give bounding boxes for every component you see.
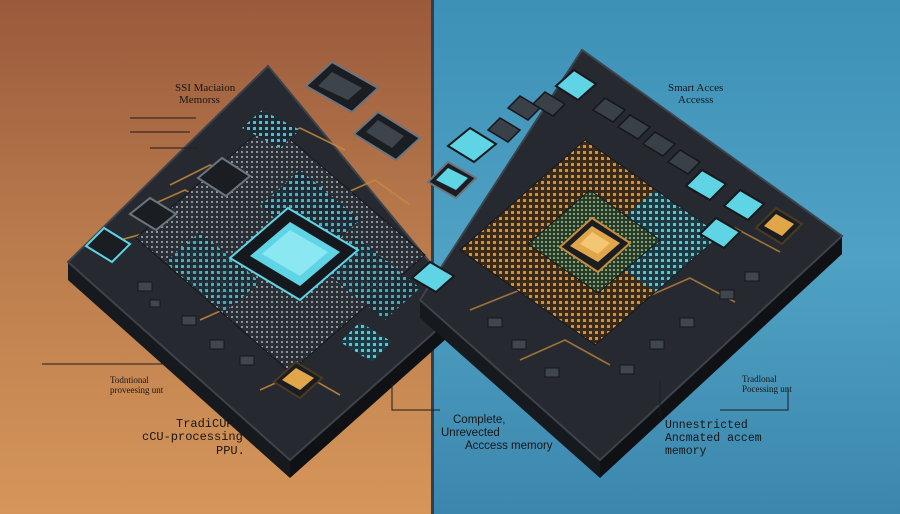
left-top-label: SSI Maciaion Memorss: [175, 82, 236, 107]
right-small-label: Tradlonal Pocessing unt: [742, 374, 792, 395]
right-top-label: Smart Acces Accesss: [668, 82, 724, 107]
left-small-label: Todntional proveesing unt: [110, 375, 164, 396]
right-cpu-chip: [558, 216, 632, 274]
right-cyan-chips: [410, 68, 766, 294]
annotation-leader-lines: [42, 117, 789, 416]
left-circuit-board: [66, 60, 467, 478]
right-circuit-board: [410, 48, 844, 478]
left-gold-chip: [272, 360, 324, 400]
right-large-label: Unnestricted Ancmated accem memory: [665, 419, 762, 458]
center-divider: [431, 0, 434, 514]
left-cpu-chip: [228, 206, 360, 302]
right-gold-chip: [754, 206, 804, 246]
right-center-label: Complete, Unrevected Acccess memory: [441, 414, 553, 452]
left-large-label: TradiCUP cCU-processing PPU.: [142, 417, 245, 458]
